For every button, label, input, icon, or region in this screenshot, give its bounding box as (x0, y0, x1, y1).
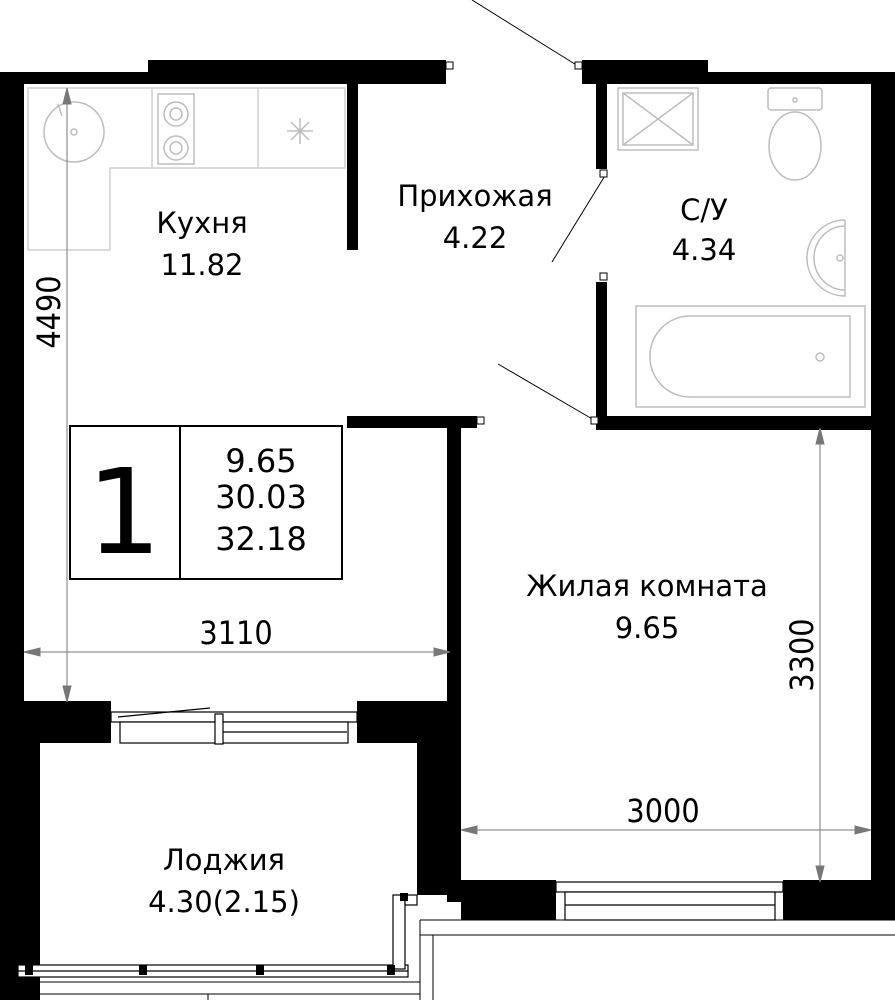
kitchen-area: 11.82 (160, 248, 243, 282)
living-name: Жилая комната (526, 569, 768, 603)
kitchen-height-dim: 4490 (30, 275, 68, 348)
dimension-lines (23, 87, 872, 883)
shower-tray-icon (617, 87, 699, 151)
washbasin-icon (806, 219, 846, 297)
living-area-value: 9.65 (225, 442, 296, 480)
loggia-area: 4.30(2.15) (148, 885, 300, 919)
hall-name: Прихожая (397, 179, 552, 213)
apartment-info-box: 1 9.65 30.03 32.18 (69, 425, 343, 581)
windows (17, 707, 784, 978)
sink-icon (43, 101, 105, 163)
living-height-dim: 3300 (783, 618, 821, 691)
bath-area: 4.34 (672, 233, 737, 267)
kitchen-counter (27, 87, 346, 251)
rooms-count: 1 (86, 443, 161, 581)
total-area-no-balcony-value: 30.03 (215, 478, 307, 516)
total-area-value: 32.18 (215, 520, 307, 558)
bath-name: С/У (680, 193, 728, 227)
kitchen-width-dim: 3110 (199, 614, 272, 652)
loggia-name: Лоджия (163, 843, 285, 877)
fan-icon (287, 118, 313, 144)
stove-icon (157, 93, 195, 165)
toilet-icon (767, 87, 823, 181)
living-area: 9.65 (615, 611, 680, 645)
bathtub-icon (635, 305, 866, 408)
hall-area: 4.22 (443, 221, 508, 255)
walls (0, 60, 895, 1000)
kitchen-name: Кухня (156, 206, 247, 240)
dimension-labels: 4490 3110 3300 3000 (30, 275, 821, 830)
outline-lines (18, 919, 895, 1000)
living-width-dim: 3000 (626, 792, 699, 830)
window-mullions (25, 893, 408, 975)
room-labels: Кухня 11.82 Прихожая 4.22 С/У 4.34 Жилая… (148, 179, 768, 919)
doors (445, 0, 608, 425)
